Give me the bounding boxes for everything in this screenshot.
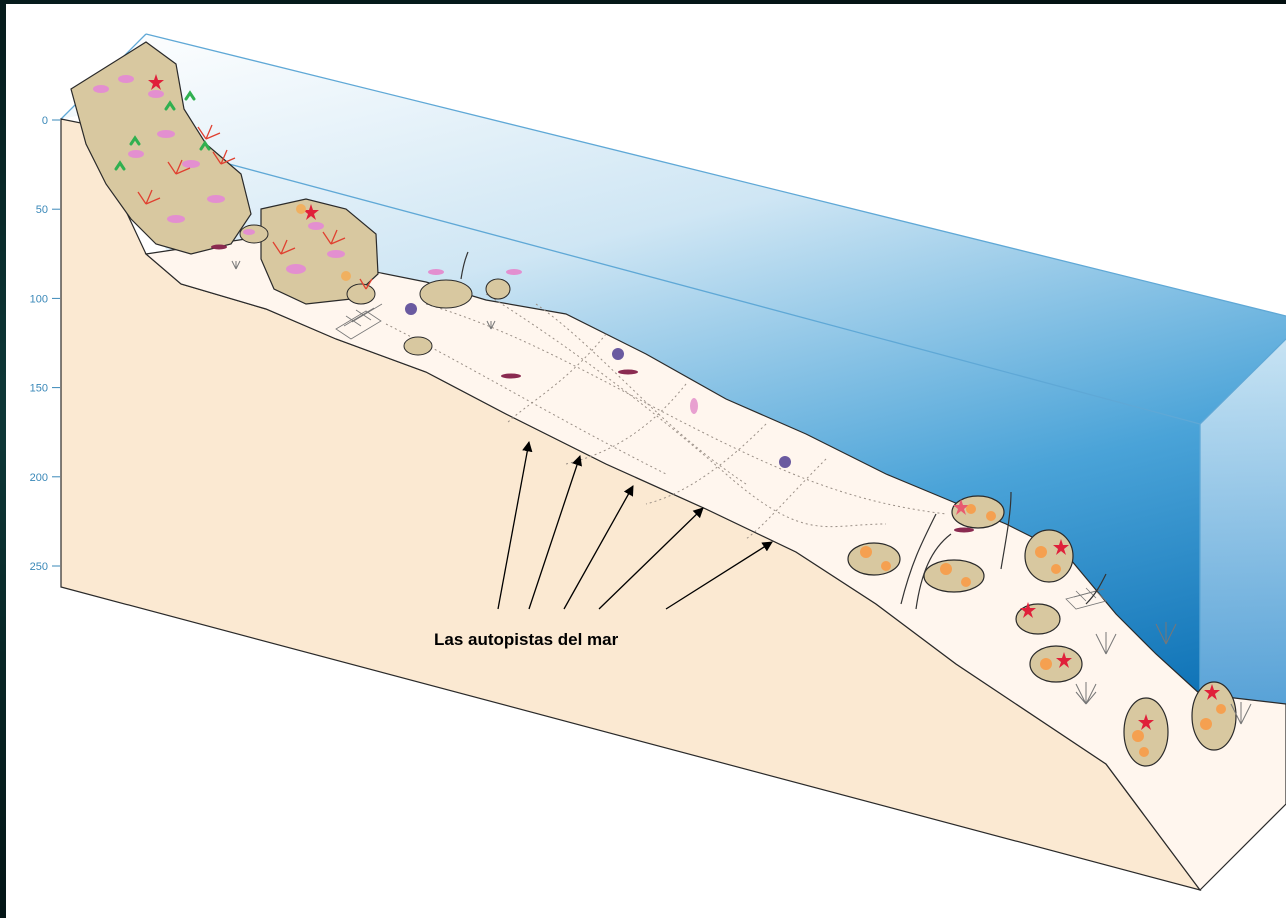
depth-tick-label: 50 bbox=[36, 204, 48, 216]
depth-tick-label: 100 bbox=[30, 293, 48, 305]
depth-tick-label: 0 bbox=[42, 115, 48, 127]
diagram-panel: 0 50 100 150 200 250 Las autopistas del mar bbox=[6, 4, 1286, 918]
depth-tick-label: 250 bbox=[30, 561, 48, 573]
depth-tick-label: 200 bbox=[30, 472, 48, 484]
highways-caption: Las autopistas del mar bbox=[434, 630, 619, 649]
seafloor-block-diagram: 0 50 100 150 200 250 Las autopistas del mar bbox=[6, 4, 1286, 918]
depth-tick-label: 150 bbox=[30, 383, 48, 395]
depth-axis: 0 50 100 150 200 250 bbox=[30, 115, 60, 573]
